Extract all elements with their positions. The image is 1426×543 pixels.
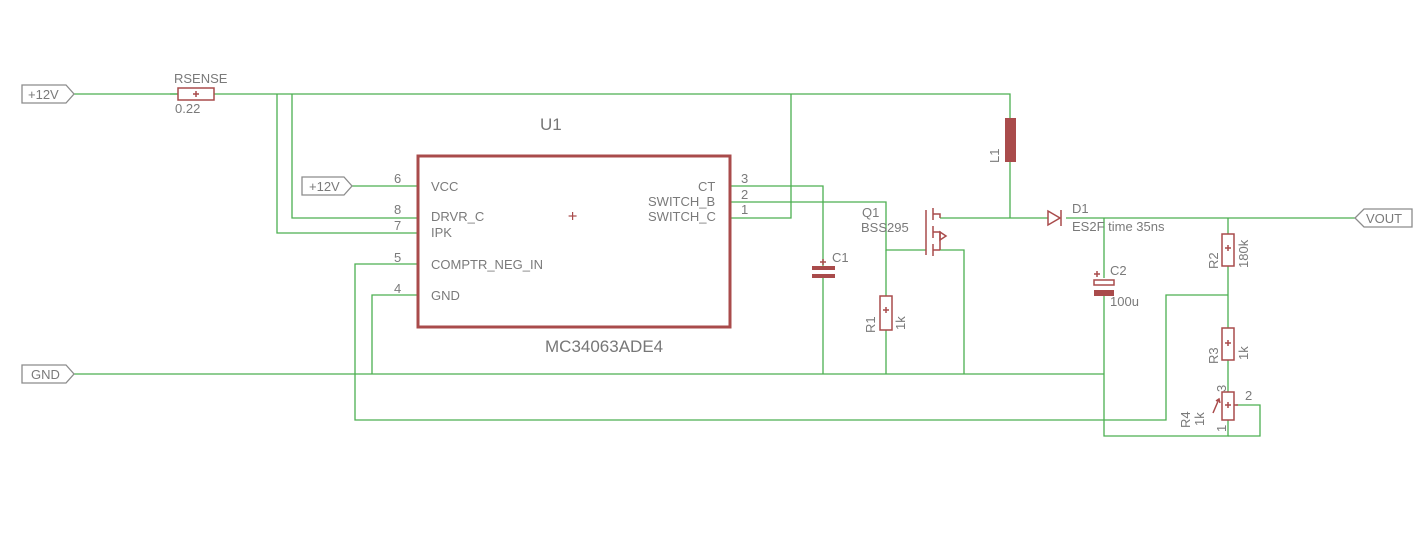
pin-label: VCC — [431, 179, 458, 194]
r4-pin1: 1 — [1214, 425, 1229, 432]
ic-u1: U1 MC34063ADE4 6 VCC 8 DRVR_C 7 IPK 5 CO… — [394, 115, 748, 356]
resistor-r2: R2 180k — [1206, 233, 1251, 269]
rsense: RSENSE 0.22 — [170, 71, 228, 116]
pin-label: COMPTR_NEG_IN — [431, 257, 543, 272]
r1-name: R1 — [863, 316, 878, 333]
rsense-value: 0.22 — [175, 101, 200, 116]
r4-name: R4 — [1178, 411, 1193, 428]
diode-d1: D1 ES2F time 35ns — [1047, 201, 1165, 234]
d1-name: D1 — [1072, 201, 1089, 216]
pin-num: 2 — [741, 187, 748, 202]
wire-r4-bottom — [1103, 308, 1229, 437]
pin-label: SWITCH_C — [648, 209, 716, 224]
pin-label: GND — [431, 288, 460, 303]
capacitor-c2: C2 100u — [1093, 263, 1139, 309]
r1-value: 1k — [893, 316, 908, 330]
pin-num: 5 — [394, 250, 401, 265]
wire-ct — [730, 185, 824, 266]
pin-num: 1 — [741, 202, 748, 217]
port-12v-ic: +12V — [301, 176, 353, 196]
pin-label: CT — [698, 179, 715, 194]
wire-12v-rail — [74, 93, 1011, 118]
r4-value: 1k — [1192, 412, 1207, 426]
wire-switch-c — [730, 94, 792, 219]
trimmer-r4: R4 1k 3 1 2 — [1178, 385, 1252, 432]
pin-label: IPK — [431, 225, 452, 240]
l1-name: L1 — [987, 149, 1002, 163]
r4-pin3: 3 — [1214, 385, 1229, 392]
pin-num: 7 — [394, 218, 401, 233]
wire-switch-b — [730, 201, 926, 251]
resistor-r1: R1 1k — [863, 295, 908, 333]
port-12v-main-label: +12V — [28, 87, 59, 102]
capacitor-c1: C1 — [812, 250, 849, 278]
r2-name: R2 — [1206, 252, 1221, 269]
wire-comp — [354, 263, 1228, 421]
r3-name: R3 — [1206, 347, 1221, 364]
q1-value: BSS295 — [861, 220, 909, 235]
r4-pin2: 2 — [1245, 388, 1252, 403]
r2-value: 180k — [1236, 239, 1251, 268]
port-gnd-label: GND — [31, 367, 60, 382]
resistor-r3: R3 1k — [1206, 327, 1251, 364]
port-gnd: GND — [21, 364, 75, 384]
wire-drvr — [291, 94, 418, 219]
port-12v-ic-label: +12V — [309, 179, 340, 194]
pin-num: 3 — [741, 171, 748, 186]
ic-name: U1 — [540, 115, 562, 134]
wire-ipk — [276, 94, 418, 234]
inductor-l1: L1 — [987, 118, 1016, 163]
c1-name: C1 — [832, 250, 849, 265]
c2-name: C2 — [1110, 263, 1127, 278]
port-vout-label: VOUT — [1366, 211, 1402, 226]
c2-value: 100u — [1110, 294, 1139, 309]
wire-r4-wiper — [1228, 404, 1261, 437]
wire-ic-gnd — [371, 294, 418, 374]
pin-label: DRVR_C — [431, 209, 484, 224]
pin-num: 6 — [394, 171, 401, 186]
pin-num: 8 — [394, 202, 401, 217]
mosfet-q1: Q1 BSS295 — [861, 205, 948, 256]
pin-num: 4 — [394, 281, 401, 296]
pin-label: SWITCH_B — [648, 194, 715, 209]
rsense-name: RSENSE — [174, 71, 228, 86]
wires — [74, 93, 1355, 437]
port-12v-main: +12V — [21, 84, 75, 104]
port-vout: VOUT — [1354, 208, 1413, 228]
wire-source — [940, 249, 965, 374]
q1-name: Q1 — [862, 205, 879, 220]
ic-value: MC34063ADE4 — [545, 337, 663, 356]
d1-value: ES2F time 35ns — [1072, 219, 1165, 234]
r3-value: 1k — [1236, 346, 1251, 360]
